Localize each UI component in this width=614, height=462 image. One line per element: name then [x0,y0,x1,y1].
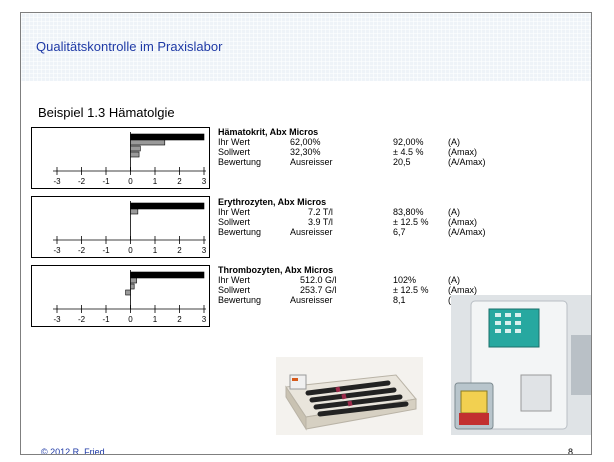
axis-tick-label: 1 [153,315,158,324]
page-number: 8 [567,447,573,455]
row-label: Ihr Wert [218,275,250,285]
result-heading: Erythrozyten, Abx Micros [218,197,327,207]
row-note: (Amax) [448,147,477,157]
axis-tick-label: -3 [53,177,61,186]
row-label: Sollwert [218,285,251,295]
chart-bar [130,277,137,284]
chart-panel-haematokrit: -3 -2 -1 0 1 2 3 [31,127,210,189]
slide-subtitle: Beispiel 1.3 Hämatolgie [38,105,175,120]
row-note: (A/Amax) [448,227,486,237]
chart-bar [125,289,131,296]
analyzer-photo [451,295,591,435]
row-note: (A) [448,137,460,147]
chart-bar [130,139,166,146]
result-heading: Hämatokrit, Abx Micros [218,127,319,137]
chart-panel-thrombozyten: -3 -2 -1 0 1 2 3 [31,265,210,327]
axis-tick-label: 1 [153,177,158,186]
chart-panel-erythrozyten: -3 -2 -1 0 1 2 3 [31,196,210,258]
chart-bar [130,133,205,141]
slide: Qualitätskontrolle im Praxislabor Beispi… [20,12,592,455]
axis-tick-label: 1 [153,246,158,255]
axis-tick-label: 3 [202,246,207,255]
row-extra: 102% [393,275,417,285]
row-label: Bewertung [218,157,262,167]
axis-tick-label: -1 [102,246,110,255]
row-value: Ausreisser [290,227,333,237]
axis-tick-label: 3 [202,177,207,186]
axis-tick-label: -1 [102,177,110,186]
axis-tick-label: 0 [128,315,133,324]
bar-chart-thrombozyten: -3 -2 -1 0 1 2 3 [53,270,207,324]
row-label: Bewertung [218,295,262,305]
row-value: 253.7 G/l [300,285,337,295]
axis-tick-label: 3 [202,315,207,324]
axis-tick-label: -3 [53,246,61,255]
axis-tick-label: 2 [177,246,182,255]
row-note: (A) [448,207,460,217]
axis-tick-label: 2 [177,177,182,186]
chart-bar [130,271,205,279]
result-heading: Thrombozyten, Abx Micros [218,265,334,275]
row-extra: 6,7 [393,227,406,237]
row-note: (Amax) [448,217,477,227]
row-label: Ihr Wert [218,207,250,217]
row-note: (A) [448,275,460,285]
row-value: Ausreisser [290,157,333,167]
row-extra: 92,00% [393,137,424,147]
row-extra: ± 4.5 % [393,147,424,157]
row-extra: ± 12.5 % [393,217,429,227]
chart-bar [130,145,141,152]
tube-roller-photo [276,357,423,435]
axis-tick-label: 0 [128,177,133,186]
result-block-haematokrit: Hämatokrit, Abx Micros Ihr Wert 62,00% 92,… [218,127,538,167]
axis-tick-label: -2 [78,177,86,186]
row-value: 3.9 T/l [308,217,333,227]
row-label: Bewertung [218,227,262,237]
row-note: (Amax) [448,285,477,295]
row-value: Ausreisser [290,295,333,305]
axis-tick-label: -2 [78,246,86,255]
bar-chart-erythrozyten: -3 -2 -1 0 1 2 3 [53,201,207,255]
bar-chart-haematokrit: -3 -2 -1 0 1 2 3 [53,132,207,186]
axis-tick-label: 2 [177,315,182,324]
result-block-erythrozyten: Erythrozyten, Abx Micros Ihr Wert 7.2 T/l… [218,197,538,237]
row-value: 62,00% [290,137,321,147]
row-extra: ± 12.5 % [393,285,429,295]
chart-bar [130,283,135,290]
axis-tick-label: -2 [78,315,86,324]
axis-tick-label: -1 [102,315,110,324]
chart-bar [130,208,139,215]
row-value: 32,30% [290,147,321,157]
axis-tick-label: -3 [53,315,61,324]
axis-tick-label: 0 [128,246,133,255]
row-extra: 20,5 [393,157,411,167]
result-block-thrombozyten: Thrombozyten, Abx Micros Ihr Wert 512.0 G… [218,265,538,305]
row-label: Ihr Wert [218,137,250,147]
row-note: (A/Amax) [448,157,486,167]
row-label: Sollwert [218,217,251,227]
slide-header: Qualitätskontrolle im Praxislabor [21,13,591,81]
row-label: Sollwert [218,147,251,157]
chart-bar [130,202,205,210]
slide-title: Qualitätskontrolle im Praxislabor [36,39,223,54]
row-extra: 83,80% [393,207,424,217]
chart-bar [130,151,140,158]
row-extra: 8,1 [393,295,406,305]
row-value: 7.2 T/l [308,207,333,217]
row-value: 512.0 G/l [300,275,337,285]
footer-copyright: © 2012 R. Fried [41,447,105,455]
